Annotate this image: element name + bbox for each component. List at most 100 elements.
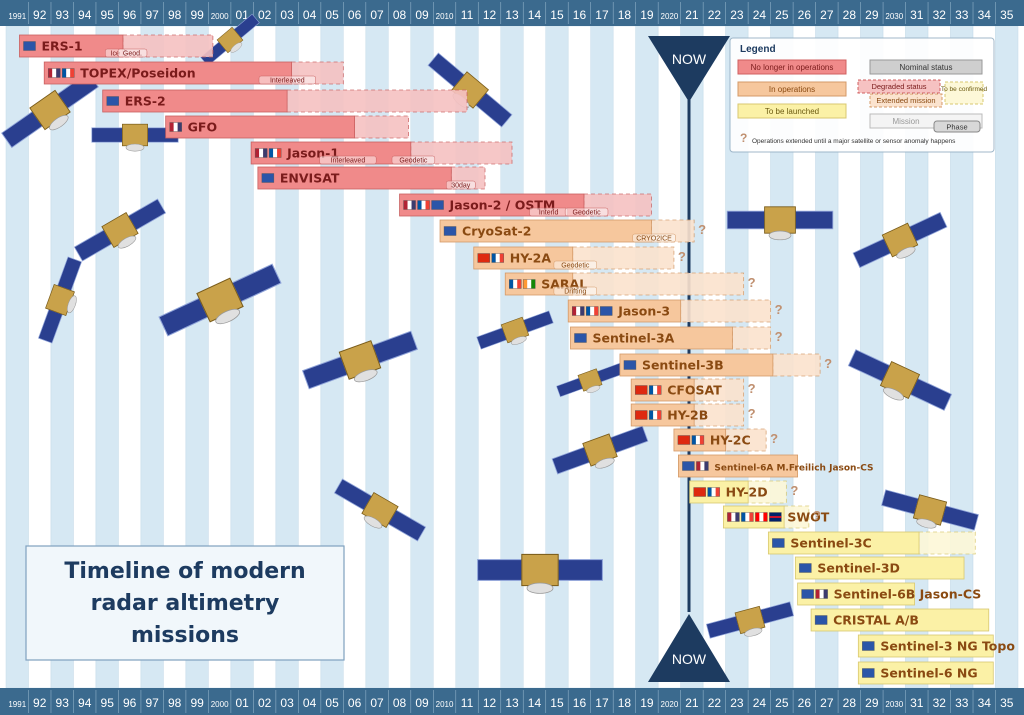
year-strip-top xyxy=(0,0,1024,26)
flag-border xyxy=(23,41,36,51)
year-tick-bottom: 34 xyxy=(978,696,992,710)
mission-extended-bar xyxy=(572,246,675,270)
solar-panel xyxy=(794,210,834,230)
year-tick-top: 31 xyxy=(910,8,924,22)
flag-field xyxy=(635,410,648,420)
flag-border xyxy=(727,512,740,522)
flag-border xyxy=(801,589,814,599)
legend-in-operations: In operations xyxy=(769,85,815,94)
solar-panel xyxy=(91,127,123,143)
question-icon: ? xyxy=(775,302,783,317)
year-tick-top: 93 xyxy=(56,8,70,22)
mission-bar xyxy=(399,193,585,217)
flag-border xyxy=(443,226,457,236)
flag-stripe xyxy=(755,512,760,522)
phase-label: 30day xyxy=(451,183,471,190)
flag-stripe xyxy=(513,279,518,289)
year-tick-bottom: 93 xyxy=(56,696,70,710)
legend-extended: Extended mission xyxy=(876,96,935,105)
legend-swatch-to-be-launched xyxy=(737,103,847,119)
mission-row: HY-2B? xyxy=(630,403,756,427)
flag-stripe xyxy=(590,306,595,316)
flag-stripe xyxy=(425,200,430,210)
flag-icon-eu xyxy=(600,306,613,316)
phase-label: Geodetic xyxy=(399,158,428,165)
flag-stripe xyxy=(66,68,71,78)
legend-phase: Phase xyxy=(946,123,967,132)
year-tick-bottom: 2030 xyxy=(885,700,903,709)
mission-name: Jason-2 / OSTM xyxy=(449,198,556,213)
flag-border xyxy=(600,306,613,316)
flag-border xyxy=(477,253,490,263)
flag-icon-ca xyxy=(755,512,768,522)
year-tick-top: 02 xyxy=(258,8,272,22)
phase-badge xyxy=(117,48,148,58)
year-tick-bottom: 31 xyxy=(910,696,924,710)
year-tick-bottom: 33 xyxy=(955,696,969,710)
flag-icon-eu xyxy=(431,200,444,210)
year-tick-top: 06 xyxy=(348,8,362,22)
phase-label: Interleaved xyxy=(331,158,366,165)
flag-border xyxy=(261,173,275,183)
year-tick-top: 98 xyxy=(168,8,182,22)
phase-badge xyxy=(553,260,597,270)
year-tick-top: 01 xyxy=(235,8,249,22)
antenna-dish xyxy=(526,582,554,594)
year-tick-top: 2020 xyxy=(661,12,679,21)
mission-extended-bar xyxy=(583,193,652,217)
year-tick-top: 07 xyxy=(370,8,384,22)
flag-icon-cn xyxy=(693,487,706,497)
mission-bar xyxy=(630,403,695,427)
solar-panel xyxy=(726,210,766,230)
title-frame xyxy=(25,545,345,661)
year-tick-top: 05 xyxy=(325,8,339,22)
year-tick-bottom: 13 xyxy=(505,696,519,710)
satellite-icon xyxy=(551,425,649,475)
flag-field xyxy=(801,589,814,599)
phase-badge xyxy=(632,233,676,243)
year-tick-bottom: 1991 xyxy=(8,700,26,709)
flag-icon-fr xyxy=(417,200,430,210)
satellite-icon xyxy=(301,330,419,390)
legend-to-be-launched: To be launched xyxy=(765,107,819,116)
phase-label: Geodetic xyxy=(573,210,602,217)
year-tick-bottom: 97 xyxy=(145,696,159,710)
flag-field xyxy=(477,253,490,263)
flag-icon-cn xyxy=(634,385,648,395)
legend: Legend No longer in operations In operat… xyxy=(729,37,995,153)
flag-border xyxy=(682,461,695,471)
flag-icon-fr xyxy=(586,306,599,316)
flag-stripe xyxy=(731,512,736,522)
year-tick-top: 96 xyxy=(123,8,137,22)
mission-extended-bar xyxy=(354,115,409,139)
mission-bar xyxy=(165,115,355,139)
mission-bar xyxy=(857,634,994,658)
mission-row: Sentinel-3B? xyxy=(619,353,832,377)
year-column xyxy=(410,25,434,689)
legend-question-icon: ? xyxy=(740,131,747,145)
legend-to-be-confirmed-text: To be confirmed xyxy=(941,86,988,93)
flag-icon-fr xyxy=(62,68,75,78)
flag-stripe xyxy=(586,306,591,316)
year-tick-top: 12 xyxy=(483,8,497,22)
year-tick-bottom: 28 xyxy=(843,696,857,710)
year-tick-bottom: 24 xyxy=(753,696,767,710)
flag-border xyxy=(623,360,637,370)
year-tick-bottom: 95 xyxy=(101,696,115,710)
flag-stripe xyxy=(277,148,282,158)
mission-row: GFO xyxy=(165,115,409,139)
year-tick-top: 26 xyxy=(798,8,812,22)
year-tick-top: 99 xyxy=(190,8,204,22)
mission-bar xyxy=(570,326,733,350)
year-tick-bottom: 07 xyxy=(370,696,384,710)
year-tick-bottom: 92 xyxy=(33,696,47,710)
flag-field xyxy=(799,563,812,573)
flag-stripe xyxy=(259,148,264,158)
satellite-illustrations xyxy=(1,13,979,639)
mission-name: HY-2D xyxy=(726,485,768,500)
flag-field xyxy=(862,641,875,651)
flag-icon-us xyxy=(727,512,740,522)
flag-stripe xyxy=(700,461,705,471)
